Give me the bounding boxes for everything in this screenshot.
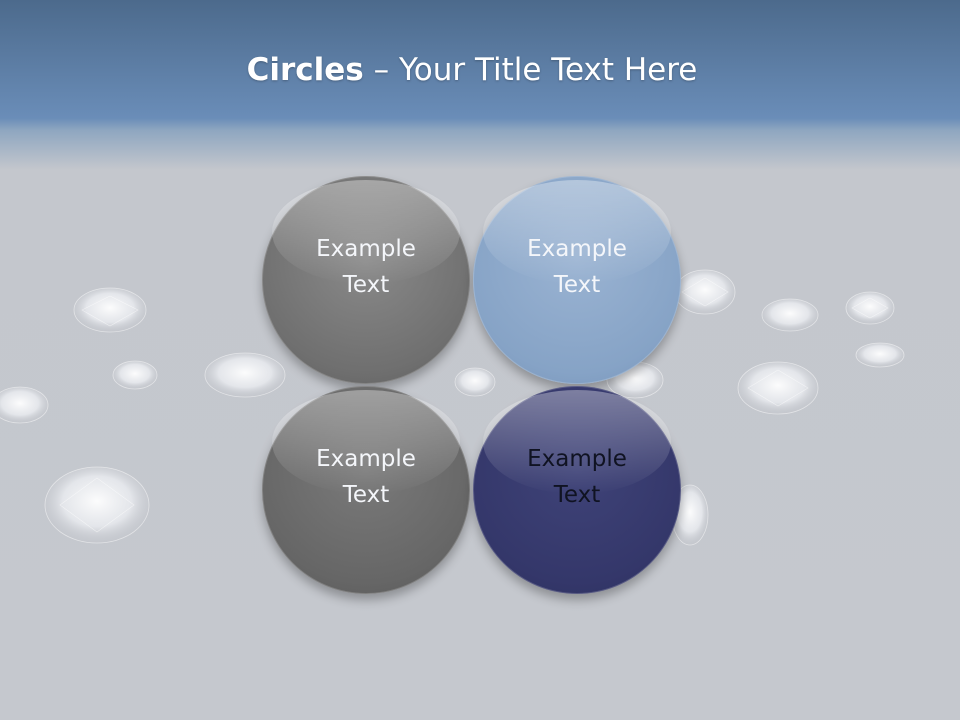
circle-bottom-left: Example Text (262, 386, 470, 594)
slide-title: Circles – Your Title Text Here (0, 52, 944, 88)
circle-label: Example Text (316, 236, 416, 298)
circle-bottom-right: Example Text (473, 386, 681, 594)
circle-top-right: Example Text (473, 176, 681, 384)
slide-title-rest: – Your Title Text Here (363, 52, 698, 88)
circle-top-left: Example Text (262, 176, 470, 384)
slide-title-bold: Circles (246, 52, 364, 88)
circle-label: Example Text (316, 446, 416, 508)
circle-label: Example Text (527, 446, 627, 508)
circle-label: Example Text (527, 236, 627, 298)
